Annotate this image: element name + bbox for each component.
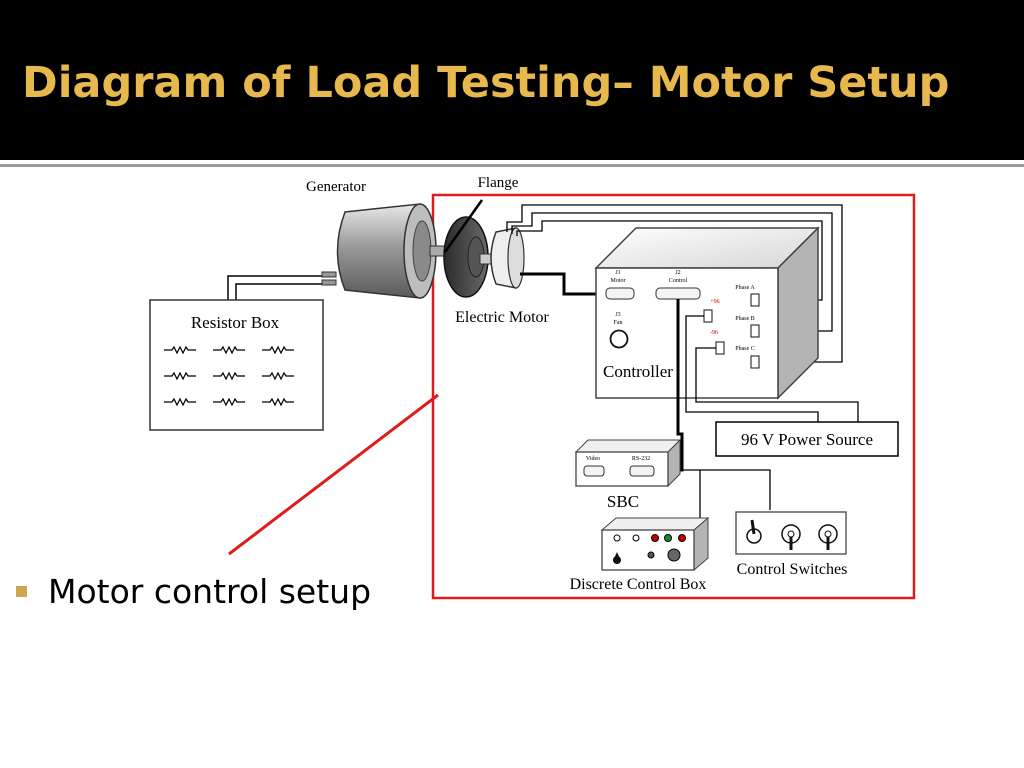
phase-c-terminal	[750, 355, 760, 369]
bullet-text: Motor control setup	[48, 572, 372, 611]
electric-motor-label: Electric Motor	[455, 309, 549, 326]
control-switches	[735, 511, 847, 555]
phase-c-label: Phase C	[735, 346, 755, 352]
j3-label: J3	[615, 312, 620, 318]
sbc-video-label: Video	[586, 456, 600, 462]
highlight-box	[431, 193, 916, 600]
motor-phase-wiring	[506, 204, 843, 363]
generator	[321, 203, 451, 299]
j2-name: Control	[669, 278, 688, 284]
control-switches-label: Control Switches	[737, 561, 848, 578]
phase-a-terminal	[750, 293, 760, 307]
j3-name: Fan	[614, 320, 623, 326]
fan-port	[609, 329, 629, 349]
j2-label: J2	[675, 270, 680, 276]
resistor-box	[149, 299, 324, 431]
j1-label: J1	[615, 270, 620, 276]
j1-port	[605, 287, 635, 300]
j1-name: Motor	[611, 278, 626, 284]
slide-title: Diagram of Load Testing– Motor Setup	[22, 58, 950, 108]
resistor-box-label: Resistor Box	[191, 313, 280, 332]
sbc-rs232-label: RS-232	[632, 456, 650, 462]
bullet-marker	[16, 586, 27, 597]
phase-a-label: Phase A	[735, 285, 755, 291]
generator-wiring	[227, 275, 335, 300]
plus-96-label: +96	[710, 299, 719, 305]
phase-b-terminal	[750, 324, 760, 338]
title-divider	[0, 164, 1024, 167]
discrete-control-box	[600, 516, 710, 572]
plus-96-terminal	[703, 309, 713, 323]
flange-label: Flange	[478, 175, 519, 191]
j2-port	[655, 287, 701, 300]
power-source-wiring	[685, 315, 859, 422]
discrete-control-box-label: Discrete Control Box	[570, 576, 707, 593]
electric-motor	[479, 227, 525, 289]
resistor-symbols	[164, 345, 294, 407]
minus-96-terminal	[715, 341, 725, 355]
flange	[443, 199, 489, 298]
phase-b-label: Phase B	[735, 316, 755, 322]
pointer-line	[228, 393, 439, 556]
generator-label: Generator	[306, 179, 366, 195]
power-source-label: 96 V Power Source	[741, 430, 873, 449]
minus-96-label: -96	[710, 330, 718, 336]
power-source-box	[715, 421, 899, 457]
controller-label: Controller	[603, 362, 673, 381]
title-bar: Diagram of Load Testing– Motor Setup	[0, 0, 1024, 160]
sbc-box	[574, 438, 682, 488]
sbc-label: SBC	[607, 492, 639, 511]
motor-power-cable	[520, 272, 612, 296]
